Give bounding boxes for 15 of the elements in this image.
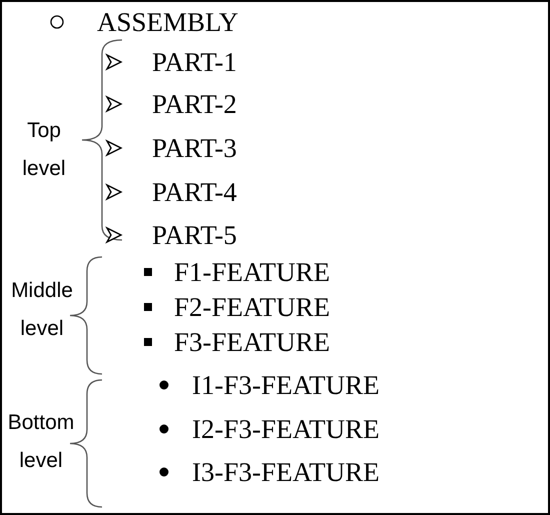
list-item: I1-F3-FEATURE <box>192 370 380 400</box>
level-label: Top level <box>21 118 67 182</box>
level-label: Bottom level <box>6 410 76 474</box>
list-item: PART-5 <box>152 220 237 250</box>
list-item: F1-FEATURE <box>174 257 330 287</box>
list-item: F2-FEATURE <box>174 292 330 322</box>
list-item: PART-2 <box>152 89 237 119</box>
list-item: I2-F3-FEATURE <box>192 414 380 444</box>
list-item: PART-1 <box>152 47 237 77</box>
list-item: F3-FEATURE <box>174 327 330 357</box>
level-label: Middle level <box>10 278 74 342</box>
list-item: ASSEMBLY <box>97 7 238 37</box>
list-item: I3-F3-FEATURE <box>192 457 380 487</box>
list-item: PART-4 <box>152 177 237 207</box>
list-item: PART-3 <box>152 133 237 163</box>
